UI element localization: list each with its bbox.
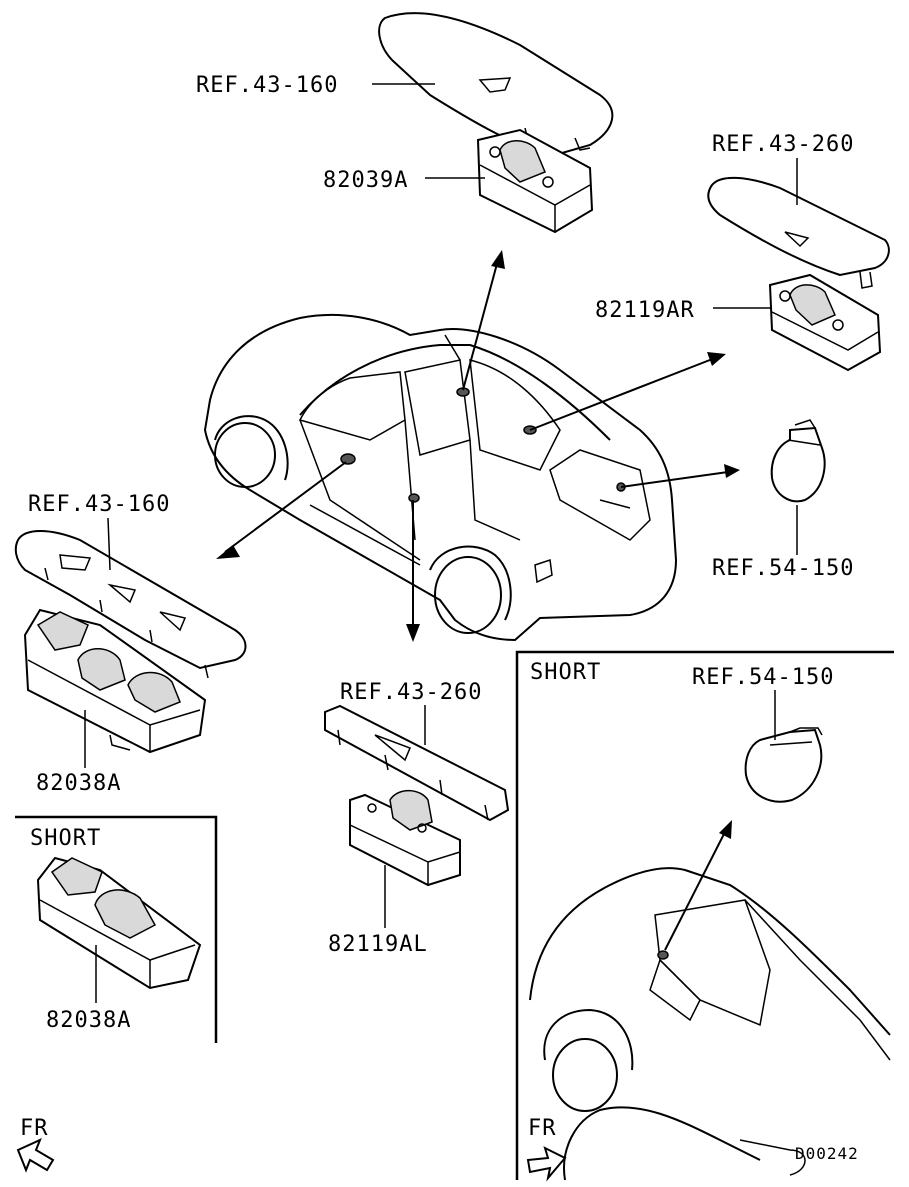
label-short-right: SHORT <box>530 660 601 685</box>
label-ref-43-260-center: REF.43-260 <box>340 680 482 705</box>
label-82119AR[interactable]: 82119AR <box>595 298 695 323</box>
leader-lines <box>84 83 798 1003</box>
panel-ref-43-260-center <box>324 704 510 822</box>
vehicle-short <box>529 820 891 1181</box>
fr-arrow-left-icon <box>16 1138 55 1173</box>
label-82119AL[interactable]: 82119AL <box>328 932 428 957</box>
short-box-left <box>15 815 218 1043</box>
label-ref-43-260-right: REF.43-260 <box>712 132 854 157</box>
lamp-ref-54-150-short <box>744 727 823 803</box>
label-diagram-code: D00242 <box>795 1144 859 1163</box>
fr-arrow-right-icon <box>526 1146 567 1182</box>
panel-ref-43-160-left <box>14 530 247 679</box>
label-82038A-short[interactable]: 82038A <box>46 1008 131 1033</box>
label-82038A[interactable]: 82038A <box>36 771 121 796</box>
arrows-main <box>216 250 740 642</box>
short-box-right <box>515 650 894 1180</box>
switch-82039A <box>476 128 594 234</box>
switch-82038A-short <box>36 856 202 990</box>
label-fr-right: FR <box>528 1116 557 1141</box>
panel-ref-43-160-top <box>378 12 614 157</box>
label-fr-left: FR <box>20 1116 49 1141</box>
label-ref-54-150-right: REF.54-150 <box>712 556 854 581</box>
switch-82119AL <box>349 789 461 887</box>
label-short-left: SHORT <box>30 826 101 851</box>
vehicle-main <box>203 313 678 642</box>
label-ref-43-160-left: REF.43-160 <box>28 492 170 517</box>
switch-82038A <box>23 608 207 754</box>
panel-ref-43-260-right <box>707 176 890 289</box>
label-ref-43-160-top: REF.43-160 <box>196 73 338 98</box>
label-ref-54-150-short: REF.54-150 <box>692 665 834 690</box>
label-82039A[interactable]: 82039A <box>323 168 408 193</box>
switch-82119AR <box>768 273 882 372</box>
lamp-ref-54-150-right <box>770 419 826 503</box>
